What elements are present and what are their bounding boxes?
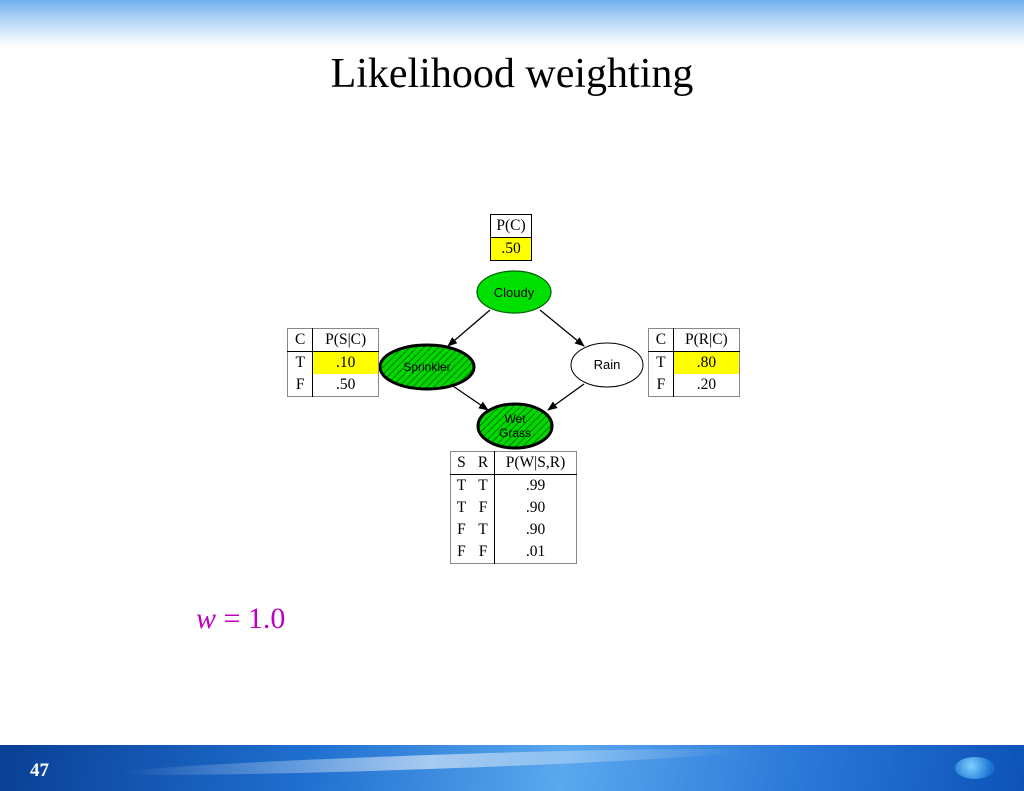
node-wet-grass: Wet Grass — [476, 402, 554, 450]
cpt-sprinkler-row1-p: .10 — [312, 351, 379, 374]
cpt-wg-row3-p: .90 — [525, 521, 546, 538]
edges — [447, 309, 585, 411]
cpt-rain-row2-c: F — [648, 374, 674, 397]
cpt-cloudy-value: .50 — [490, 237, 532, 261]
cpt-wg-header-s: S — [457, 454, 466, 471]
cpt-rain-header-c: C — [648, 328, 674, 352]
slide-title: Likelihood weighting — [330, 51, 694, 97]
node-wet-grass-label-1: Wet — [504, 412, 526, 426]
weight-formula: w = 1.0 — [196, 602, 285, 636]
cpt-rain-row1-c: T — [648, 351, 674, 374]
weight-value: = 1.0 — [216, 602, 286, 635]
cpt-wg-row1-r: T — [471, 474, 496, 497]
cpt-wg-row2-p: .90 — [525, 499, 546, 516]
cpt-sprinkler: C P(S|C) T .10 F .50 — [287, 328, 379, 397]
cpt-sprinkler-row2-c: F — [287, 374, 314, 397]
cpt-cloudy: P(C) .50 — [490, 214, 532, 261]
edge-cloudy-sprinkler — [447, 309, 491, 347]
cpt-sprinkler-header-p: P(S|C) — [325, 331, 367, 348]
cpt-wg-row4-s: F — [457, 543, 466, 560]
cpt-wg-header-p: P(W|S,R) — [505, 454, 566, 471]
cpt-wg-row1-p: .99 — [525, 477, 546, 494]
edge-sprinkler-wetgrass — [449, 383, 489, 411]
footer-light-streak — [119, 744, 741, 780]
node-cloudy-label: Cloudy — [494, 285, 535, 300]
cpt-cloudy-header: P(C) — [490, 214, 532, 238]
cpt-wg-row2-r: F — [471, 497, 496, 519]
page-number: 47 — [30, 760, 49, 781]
cpt-sprinkler-header-c: C — [287, 328, 314, 352]
footer-orb-icon — [955, 757, 995, 779]
cpt-wg-row2-s: T — [456, 499, 467, 516]
cpt-sprinkler-row1-c: T — [287, 351, 314, 374]
cpt-wg-row3-r: T — [471, 519, 496, 541]
cpt-wg-row4-r: F — [471, 541, 496, 564]
cpt-rain-row1-p: .80 — [673, 351, 740, 374]
cpt-rain-header-p: P(R|C) — [685, 331, 728, 348]
cpt-wg-row1-s: T — [456, 477, 467, 494]
cpt-rain: C P(R|C) T .80 F .20 — [648, 328, 740, 397]
cpt-wg-row4-p: .01 — [525, 543, 546, 560]
cpt-sprinkler-row2-p: .50 — [336, 376, 356, 393]
header-band — [0, 0, 1024, 48]
weight-variable: w — [196, 602, 217, 635]
node-wet-grass-label-2: Grass — [499, 426, 531, 440]
edge-rain-wetgrass — [547, 383, 585, 411]
edge-cloudy-rain — [539, 309, 585, 347]
footer-band — [0, 744, 1024, 791]
cpt-wg-header-r: R — [471, 451, 496, 475]
node-cloudy: Cloudy — [476, 270, 552, 314]
node-sprinkler-label: Sprinkler — [403, 360, 450, 374]
cpt-wet-grass: S R P(W|S,R) T T .99 T F .90 F T .90 F F… — [450, 451, 577, 564]
node-rain-label: Rain — [594, 357, 621, 372]
node-sprinkler: Sprinkler — [378, 343, 476, 391]
node-rain: Rain — [570, 342, 644, 388]
cpt-rain-row2-p: .20 — [696, 376, 717, 393]
cpt-wg-row3-s: F — [457, 521, 466, 538]
